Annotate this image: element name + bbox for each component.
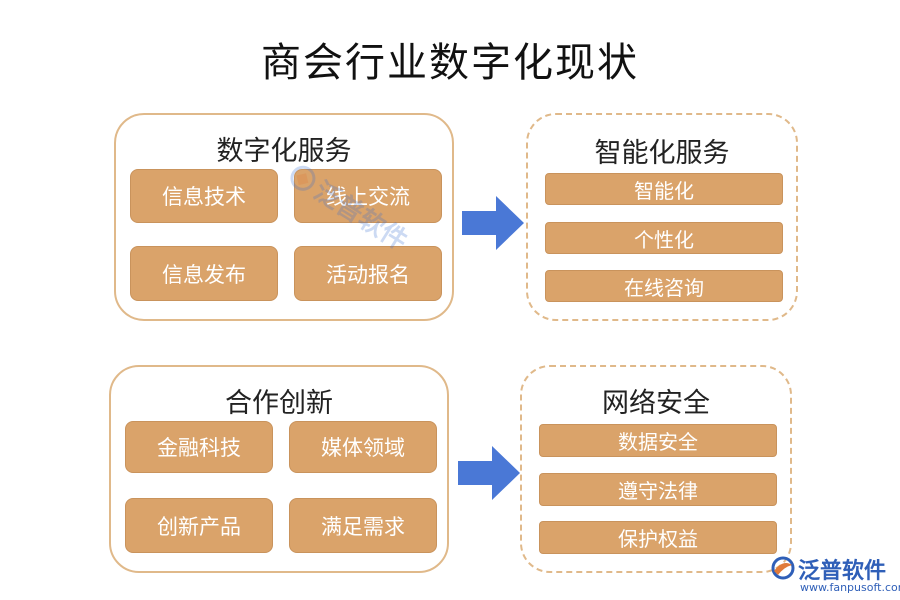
- bar-data-security: 数据安全: [539, 424, 777, 457]
- right-arrow-icon: [462, 196, 524, 250]
- bar-comply-law: 遵守法律: [539, 473, 777, 506]
- tile-info-publish: 信息发布: [130, 246, 278, 301]
- page-title: 商会行业数字化现状: [261, 40, 639, 86]
- watermark: 泛普软件: [282, 155, 415, 257]
- group-cooperation-innovation: 合作创新 金融科技 媒体领域 创新产品 满足需求: [109, 365, 449, 573]
- brand-logo-icon: [771, 556, 795, 580]
- right-arrow-icon: [458, 446, 520, 500]
- bar-intelligent: 智能化: [545, 173, 783, 205]
- tile-innovative-product: 创新产品: [125, 498, 273, 553]
- brand-url: www.fanpusoft.com: [800, 581, 900, 594]
- tile-event-signup: 活动报名: [294, 246, 442, 301]
- group-title-cooperation-innovation: 合作创新: [225, 388, 333, 419]
- tile-meet-demand: 满足需求: [289, 498, 437, 553]
- group-network-security: 网络安全 数据安全 遵守法律 保护权益: [520, 365, 792, 573]
- tile-online-exchange: 线上交流: [294, 169, 442, 223]
- tile-fintech: 金融科技: [125, 421, 273, 473]
- tile-media: 媒体领域: [289, 421, 437, 473]
- group-title-network-security: 网络安全: [602, 388, 710, 419]
- group-title-intelligent-service: 智能化服务: [594, 138, 730, 169]
- tile-info-tech: 信息技术: [130, 169, 278, 223]
- group-digital-service: 数字化服务 信息技术 线上交流 信息发布 活动报名: [114, 113, 454, 321]
- group-title-digital-service: 数字化服务: [216, 136, 352, 167]
- group-intelligent-service: 智能化服务 智能化 个性化 在线咨询: [526, 113, 798, 321]
- brand-name: 泛普软件: [798, 559, 887, 584]
- bar-online-consult: 在线咨询: [545, 270, 783, 302]
- bar-protect-rights: 保护权益: [539, 521, 777, 554]
- bar-personalized: 个性化: [545, 222, 783, 254]
- brand-logo: 泛普软件 www.fanpusoft.com: [770, 553, 900, 598]
- brand-logo-icon: [290, 165, 316, 191]
